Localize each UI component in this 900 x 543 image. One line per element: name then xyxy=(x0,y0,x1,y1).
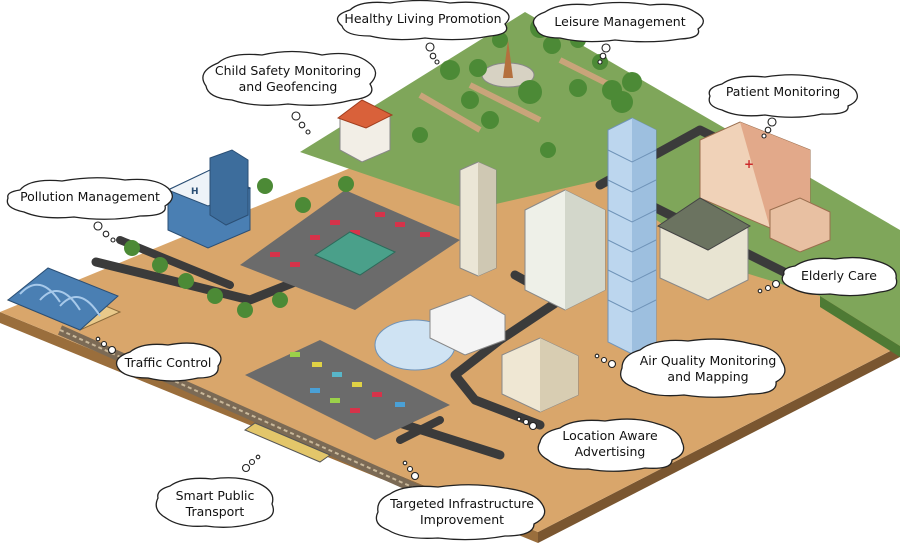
station-canopy xyxy=(313,231,397,276)
road-south xyxy=(385,415,505,460)
house-red-roof xyxy=(336,99,394,163)
cloud-shape xyxy=(115,342,222,382)
label-transport-line2: Transport xyxy=(185,504,245,519)
station-arches xyxy=(19,283,101,317)
label-elderly: Elderly Care xyxy=(801,268,877,283)
station-roof xyxy=(7,267,119,331)
platform-side-right xyxy=(538,346,900,543)
glass-skyscraper xyxy=(607,117,657,355)
bubble-traffic: Traffic Control xyxy=(95,336,222,382)
label-location-line1: Location Aware xyxy=(562,428,658,443)
label-child-safety-line2: and Geofencing xyxy=(239,79,338,94)
cloud-shape xyxy=(781,256,898,297)
bubble-healthy-living: Healthy Living Promotion xyxy=(336,0,510,65)
label-patient: Patient Monitoring xyxy=(726,84,840,99)
bubble-air-quality: Air Quality Monitoring and Mapping xyxy=(594,338,786,398)
cars-north xyxy=(270,212,430,267)
svg-text:H: H xyxy=(191,187,199,197)
label-pollution: Pollution Management xyxy=(20,189,160,204)
bubble-pollution: Pollution Management xyxy=(6,177,173,243)
label-air-quality-line1: Air Quality Monitoring xyxy=(640,353,777,368)
cloud-shape xyxy=(336,0,510,41)
park-paths xyxy=(418,57,612,133)
apartment-tower xyxy=(459,161,497,277)
grass-side xyxy=(820,296,900,357)
label-transport-line1: Smart Public xyxy=(176,488,255,503)
cloud-shape xyxy=(155,477,275,528)
bubble-elderly: Elderly Care xyxy=(757,256,898,297)
label-traffic: Traffic Control xyxy=(124,355,212,370)
park xyxy=(418,40,612,133)
bubble-child-safety: Child Safety Monitoring and Geofencing xyxy=(202,50,377,135)
cloud-shape xyxy=(202,50,377,106)
hospital-building: + xyxy=(699,121,831,253)
apartment-block-white xyxy=(524,189,606,311)
road-cross xyxy=(396,416,444,444)
parking-lot-south xyxy=(245,340,450,440)
train-station xyxy=(6,267,122,331)
cloud-shape xyxy=(619,338,786,398)
cloud-shape xyxy=(6,177,173,220)
bubble-location: Location Aware Advertising xyxy=(516,416,685,472)
cloud-shape xyxy=(537,418,685,472)
label-leisure: Leisure Management xyxy=(554,14,685,29)
elderly-care-house xyxy=(656,197,752,301)
label-air-quality-line2: and Mapping xyxy=(667,369,748,384)
office-helipad-building: H xyxy=(166,149,252,249)
cloud-shape xyxy=(375,484,546,541)
rail-line xyxy=(59,329,431,496)
cars-south xyxy=(290,352,405,413)
label-infrastructure-line2: Improvement xyxy=(420,512,504,527)
grass-area xyxy=(300,12,900,346)
parking-lots xyxy=(240,190,460,440)
cloud-shape xyxy=(532,1,704,43)
bubble-leisure: Leisure Management xyxy=(532,1,704,65)
cloud-shape xyxy=(708,74,858,118)
bubble-infrastructure: Targeted Infrastructure Improvement xyxy=(375,460,546,541)
label-child-safety-line1: Child Safety Monitoring xyxy=(215,63,361,78)
bubble-patient: Patient Monitoring xyxy=(708,74,858,139)
train xyxy=(243,422,332,463)
label-location-line2: Advertising xyxy=(575,444,646,459)
road-west xyxy=(91,257,305,305)
monument xyxy=(503,40,513,78)
buildings: H + xyxy=(166,99,831,413)
shopping-center xyxy=(374,294,506,371)
label-healthy-living: Healthy Living Promotion xyxy=(344,11,501,26)
bubble-transport: Smart Public Transport xyxy=(155,454,275,528)
small-office xyxy=(501,337,579,413)
svg-text:+: + xyxy=(744,157,754,171)
label-infrastructure-line1: Targeted Infrastructure xyxy=(389,496,534,511)
